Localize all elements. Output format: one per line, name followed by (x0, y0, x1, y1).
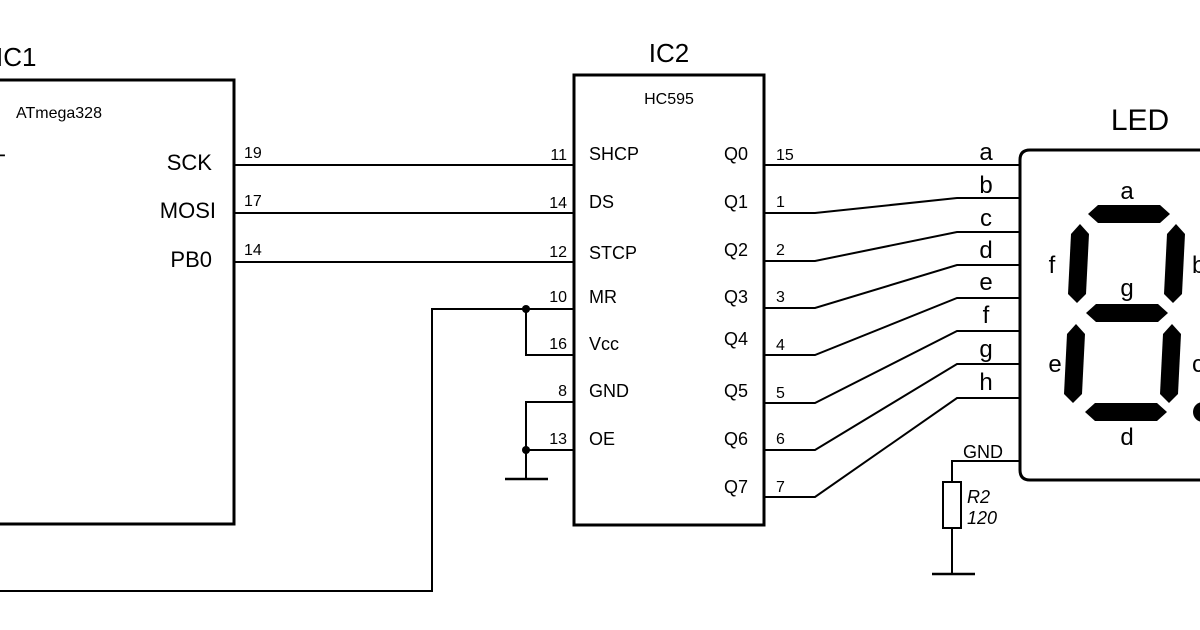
output-wires: a b c d e f g h (764, 139, 1020, 498)
ic2-body (572, 73, 766, 527)
ic2-pin-vcc: Vcc (589, 334, 619, 354)
ic2-pin-num-8: 8 (558, 383, 567, 400)
ic2-pin-num-15: 15 (776, 147, 794, 164)
net-label-b: b (979, 172, 992, 199)
segment-label-f: f (1049, 252, 1056, 279)
ic1-part: ATmega328 (16, 105, 102, 122)
segment-dp (1193, 402, 1200, 422)
segment-c (1160, 324, 1181, 403)
segment-e (1064, 324, 1085, 403)
ic2-pin-q5: Q5 (724, 381, 748, 401)
ic1: IC1 ATmega328 T SCK MOSI PB0 19 17 14 (0, 42, 262, 526)
ic2-pin-q0: Q0 (724, 144, 748, 164)
wire-led-gnd (951, 460, 1020, 482)
ic2-pin-num-12: 12 (549, 244, 567, 261)
segment-f (1068, 224, 1089, 303)
ic2-pin-gnd: GND (589, 381, 629, 401)
segment-d (1085, 403, 1167, 421)
ic2-pin-num-11: 11 (550, 147, 567, 164)
wire-q4-e (764, 297, 1020, 356)
ic2-pin-q3: Q3 (724, 287, 748, 307)
resistor-value: 120 (967, 508, 997, 528)
ic1-pin-sck: SCK (167, 150, 213, 175)
ic1-pin-num-14: 14 (244, 242, 262, 259)
led-display: LED a g d f e b c (1018, 104, 1200, 482)
resistor-ref: R2 (967, 487, 990, 507)
ic1-pin-mosi: MOSI (160, 198, 216, 223)
net-label-a: a (979, 139, 993, 166)
ic2-ref: IC2 (649, 38, 689, 68)
wire-q1-b (764, 197, 1020, 214)
ic2-pin-num-13: 13 (549, 431, 567, 448)
ic2-pin-mr: MR (589, 287, 617, 307)
segment-a (1088, 205, 1170, 223)
wire-q2-c (764, 231, 1020, 262)
ic2-pin-num-5: 5 (776, 385, 785, 402)
net-label-g: g (979, 336, 992, 363)
ic2-pin-num-6: 6 (776, 431, 785, 448)
ic1-pin-num-19: 19 (244, 145, 262, 162)
ic2-pin-q4: Q4 (724, 329, 748, 349)
segment-label-b: b (1192, 252, 1200, 279)
ic2-pin-num-10: 10 (549, 289, 567, 306)
wire-vcc-mr (0, 308, 574, 592)
wire-vcc-pin (525, 309, 574, 356)
ic2-pin-oe: OE (589, 429, 615, 449)
led-gnd-label: GND (963, 442, 1003, 462)
net-label-e: e (979, 269, 992, 296)
ic2-pin-num-3: 3 (776, 289, 785, 306)
net-label-c: c (980, 205, 992, 232)
wire-q3-d (764, 264, 1020, 309)
junction-vcc (522, 305, 530, 313)
net-label-f: f (983, 302, 990, 329)
junction-gnd (522, 446, 530, 454)
ic2-pin-num-1: 1 (776, 194, 785, 211)
net-label-d: d (979, 237, 992, 264)
ic1-cut-label: T (0, 150, 5, 175)
segment-label-a: a (1120, 178, 1134, 205)
ic2-part: HC595 (644, 91, 694, 108)
ic2-pin-num-7-label: 7 (776, 479, 785, 496)
ic2-pin-ds: DS (589, 192, 614, 212)
ic2-pin-num-4: 4 (776, 337, 785, 354)
ic2-pin-q6: Q6 (724, 429, 748, 449)
net-label-h: h (979, 369, 992, 396)
ic1-body (0, 78, 236, 526)
wire-q5-f (764, 330, 1020, 404)
resistor-r2 (942, 481, 962, 529)
wire-q6-g (764, 363, 1020, 451)
segment-label-c: c (1192, 351, 1200, 378)
ic2-pin-num-16: 16 (549, 336, 567, 353)
ic1-ref: IC1 (0, 42, 36, 72)
ic2-pin-q2: Q2 (724, 240, 748, 260)
ic2-pin-q7: Q7 (724, 477, 748, 497)
segment-g (1086, 304, 1168, 322)
ic1-pin-num-17: 17 (244, 193, 262, 210)
ic2-pin-shcp: SHCP (589, 144, 639, 164)
ic1-pin-pb0: PB0 (170, 247, 212, 272)
ic2: IC2 HC595 SHCP DS STCP MR Vcc GND OE 11 … (549, 38, 794, 527)
resistor-r2-group: GND R2 120 (932, 442, 1020, 576)
segment-label-g: g (1120, 275, 1133, 302)
segment-label-e: e (1048, 351, 1061, 378)
ic2-pin-q1: Q1 (724, 192, 748, 212)
ic2-pin-stcp: STCP (589, 243, 637, 263)
ic2-pin-num-2: 2 (776, 242, 785, 259)
segment-b (1164, 224, 1185, 303)
led-title: LED (1111, 104, 1169, 137)
bus-wires (0, 164, 574, 592)
segment-label-d: d (1120, 424, 1133, 451)
ic2-pin-num-14: 14 (549, 195, 567, 212)
wire-q7-h (764, 397, 1020, 498)
